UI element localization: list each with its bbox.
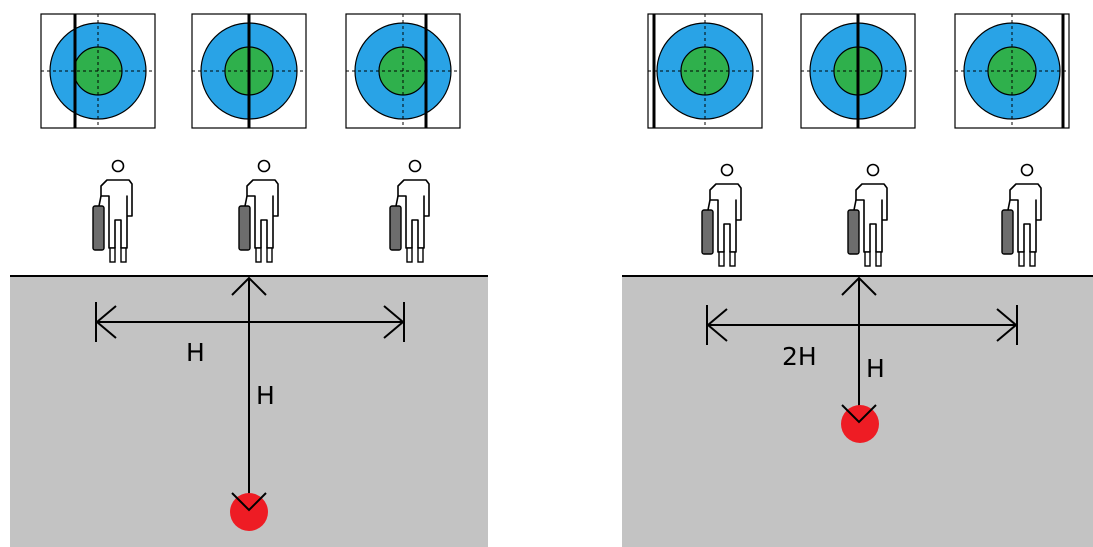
target-chart-icon	[955, 14, 1069, 128]
width-label: H	[186, 338, 205, 367]
target-chart-icon	[192, 14, 306, 128]
depth-label: H	[866, 354, 885, 383]
operator-icon	[239, 161, 278, 263]
target-chart-icon	[801, 14, 915, 128]
operator-icon	[390, 161, 429, 263]
operator-icon	[93, 161, 132, 263]
depth-label: H	[256, 381, 275, 410]
buried-object-dot	[230, 493, 268, 531]
operator-icon	[848, 165, 887, 267]
target-chart-icon	[41, 14, 155, 128]
operator-icon	[1002, 165, 1041, 267]
operator-icon	[702, 165, 741, 267]
target-chart-icon	[346, 14, 460, 128]
right-panel: 2H H	[622, 14, 1093, 547]
target-chart-icon	[648, 14, 762, 128]
width-label: 2H	[782, 342, 817, 371]
left-panel: H H	[10, 14, 488, 547]
